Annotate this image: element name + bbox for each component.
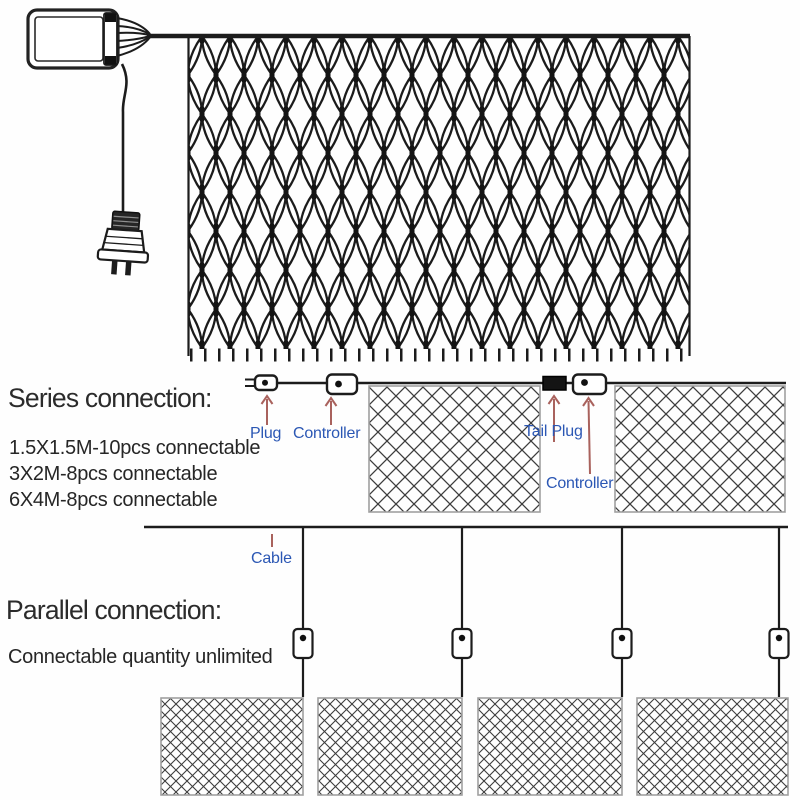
tail-plug-arrow xyxy=(547,394,561,442)
series-plug-icon xyxy=(245,374,279,392)
controller-2-label: Controller xyxy=(546,475,614,492)
parallel-net xyxy=(477,697,623,796)
cable-label: Cable xyxy=(251,550,292,567)
series-spec-3: 6X4M-8pcs connectable xyxy=(9,489,218,511)
series-spec-1: 1.5X1.5M-10pcs connectable xyxy=(9,437,261,459)
parallel-net xyxy=(160,697,304,796)
series-controller-2-icon xyxy=(571,373,608,396)
parallel-net xyxy=(317,697,463,796)
controller-box-icon xyxy=(26,8,120,70)
tail-plug-icon xyxy=(542,375,567,391)
power-plug-icon xyxy=(96,210,150,276)
parallel-title: Parallel connection: xyxy=(6,595,222,625)
series-net-1 xyxy=(368,385,541,513)
plug-arrow xyxy=(260,394,274,425)
net-light-mesh xyxy=(147,33,691,362)
controller-label: Controller xyxy=(293,425,361,442)
controller-2-arrow xyxy=(582,396,595,475)
power-cord xyxy=(120,63,128,213)
drop-controller-icons xyxy=(292,627,790,660)
series-net-2 xyxy=(614,385,786,513)
tail-plug-label: Tail Plug xyxy=(524,423,583,440)
parallel-nets xyxy=(160,697,789,796)
series-controller-icon xyxy=(325,373,359,396)
parallel-diagram xyxy=(144,525,790,796)
parallel-subtitle: Connectable quantity unlimited xyxy=(8,646,273,668)
controller-arrow xyxy=(324,396,338,425)
series-title: Series connection: xyxy=(8,383,212,413)
series-spec-2: 3X2M-8pcs connectable xyxy=(9,463,218,485)
controller-fan-wires xyxy=(116,17,151,57)
plug-label: Plug xyxy=(250,425,282,442)
parallel-net xyxy=(636,697,789,796)
series-diagram xyxy=(245,373,786,513)
drop-wires xyxy=(301,527,781,697)
